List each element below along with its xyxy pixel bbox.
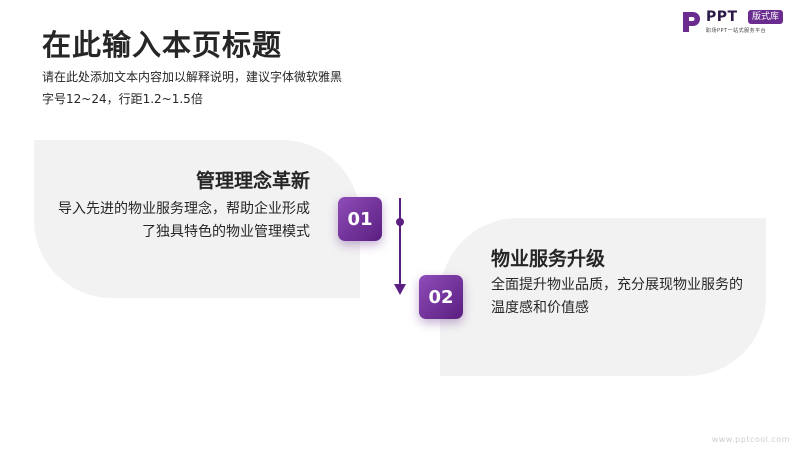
logo-p-icon: [683, 12, 700, 32]
logo-brand-text: PPT: [706, 9, 738, 25]
arrow-down-icon: [394, 284, 406, 295]
number-badge-2: 02: [419, 275, 463, 319]
logo-subtitle: 职场PPT一站式服务平台: [706, 28, 767, 34]
page-title: 在此输入本页标题: [42, 28, 283, 62]
timeline-dot: [396, 218, 404, 226]
page-description: 请在此处添加文本内容加以解释说明，建议字体微软雅黑 字号12~24，行距1.2~…: [42, 66, 382, 110]
timeline-connector: [394, 198, 406, 295]
watermark: www.pptcool.com: [711, 435, 790, 444]
content-card-2: 物业服务升级 全面提升物业品质，充分展现物业服务的温度感和价值感: [440, 218, 766, 376]
number-badge-1: 01: [338, 197, 382, 241]
logo-tag: 版式库: [748, 10, 784, 24]
card-2-title: 物业服务升级: [491, 248, 606, 270]
card-1-text: 导入先进的物业服务理念，帮助企业形成了独具特色的物业管理模式: [58, 201, 310, 240]
card-1-title: 管理理念革新: [195, 170, 310, 192]
content-card-1: 管理理念革新 导入先进的物业服务理念，帮助企业形成了独具特色的物业管理模式: [34, 140, 360, 298]
description-line-1: 请在此处添加文本内容加以解释说明，建议字体微软雅黑: [42, 70, 343, 84]
card-2-text: 全面提升物业品质，充分展现物业服务的温度感和价值感: [491, 277, 743, 316]
brand-logo: PPT 版式库 职场PPT一站式服务平台: [680, 8, 794, 38]
description-line-2: 字号12~24，行距1.2~1.5倍: [42, 92, 203, 106]
